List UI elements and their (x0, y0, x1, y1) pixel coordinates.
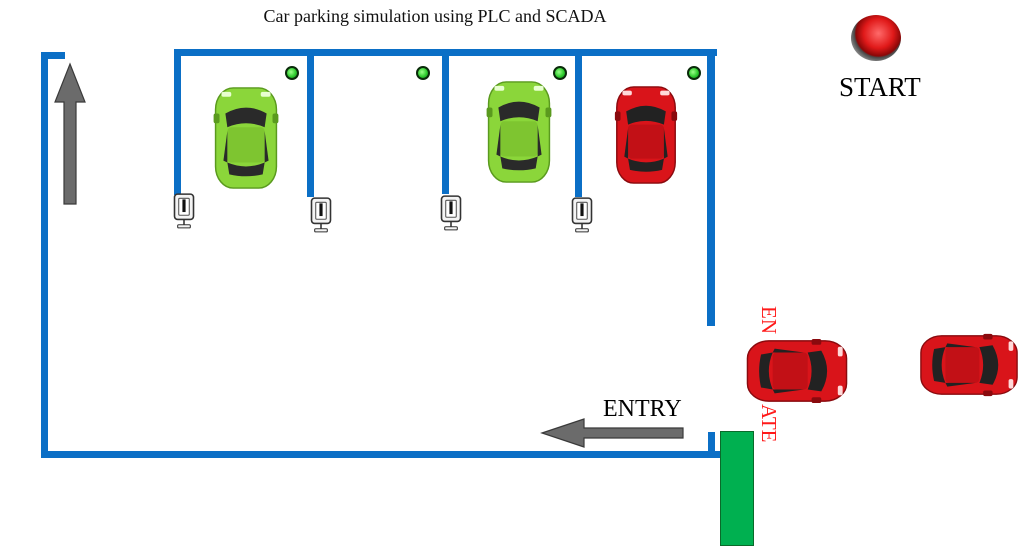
right-wall (707, 49, 715, 326)
arrow-left-icon (540, 418, 684, 448)
slot-divider-3 (442, 49, 449, 194)
slot-3-car (482, 78, 556, 186)
start-button[interactable] (851, 15, 901, 61)
slot-4-car (613, 80, 679, 190)
bottom-wall (41, 451, 720, 458)
gate-label-top: EN (757, 306, 781, 334)
entry-gate-barrier (720, 431, 754, 546)
slot-2-status-lamp (416, 66, 430, 80)
gate-label-bottom: ATE (757, 404, 781, 443)
gate-post (708, 432, 715, 458)
slot-4-status-lamp (687, 66, 701, 80)
slot-4-proximity-sensor-icon (570, 196, 594, 234)
slot-divider-2 (307, 49, 314, 197)
left-wall (41, 52, 48, 456)
slot-divider-1 (174, 49, 181, 195)
slot-1-car (208, 84, 284, 192)
arrow-up-icon (54, 62, 86, 205)
slot-divider-4 (575, 49, 582, 197)
slot-1-status-lamp (285, 66, 299, 80)
start-label: START (839, 72, 921, 102)
page-title: Car parking simulation using PLC and SCA… (263, 6, 607, 26)
car-at-gate (746, 338, 848, 404)
entry-label: ENTRY (603, 396, 682, 422)
car-waiting (920, 333, 1018, 397)
exit-wall-stub (41, 52, 65, 59)
slot-3-proximity-sensor-icon (439, 194, 463, 232)
slot-3-status-lamp (553, 66, 567, 80)
slot-2-proximity-sensor-icon (309, 196, 333, 234)
slot-1-proximity-sensor-icon (172, 192, 196, 230)
